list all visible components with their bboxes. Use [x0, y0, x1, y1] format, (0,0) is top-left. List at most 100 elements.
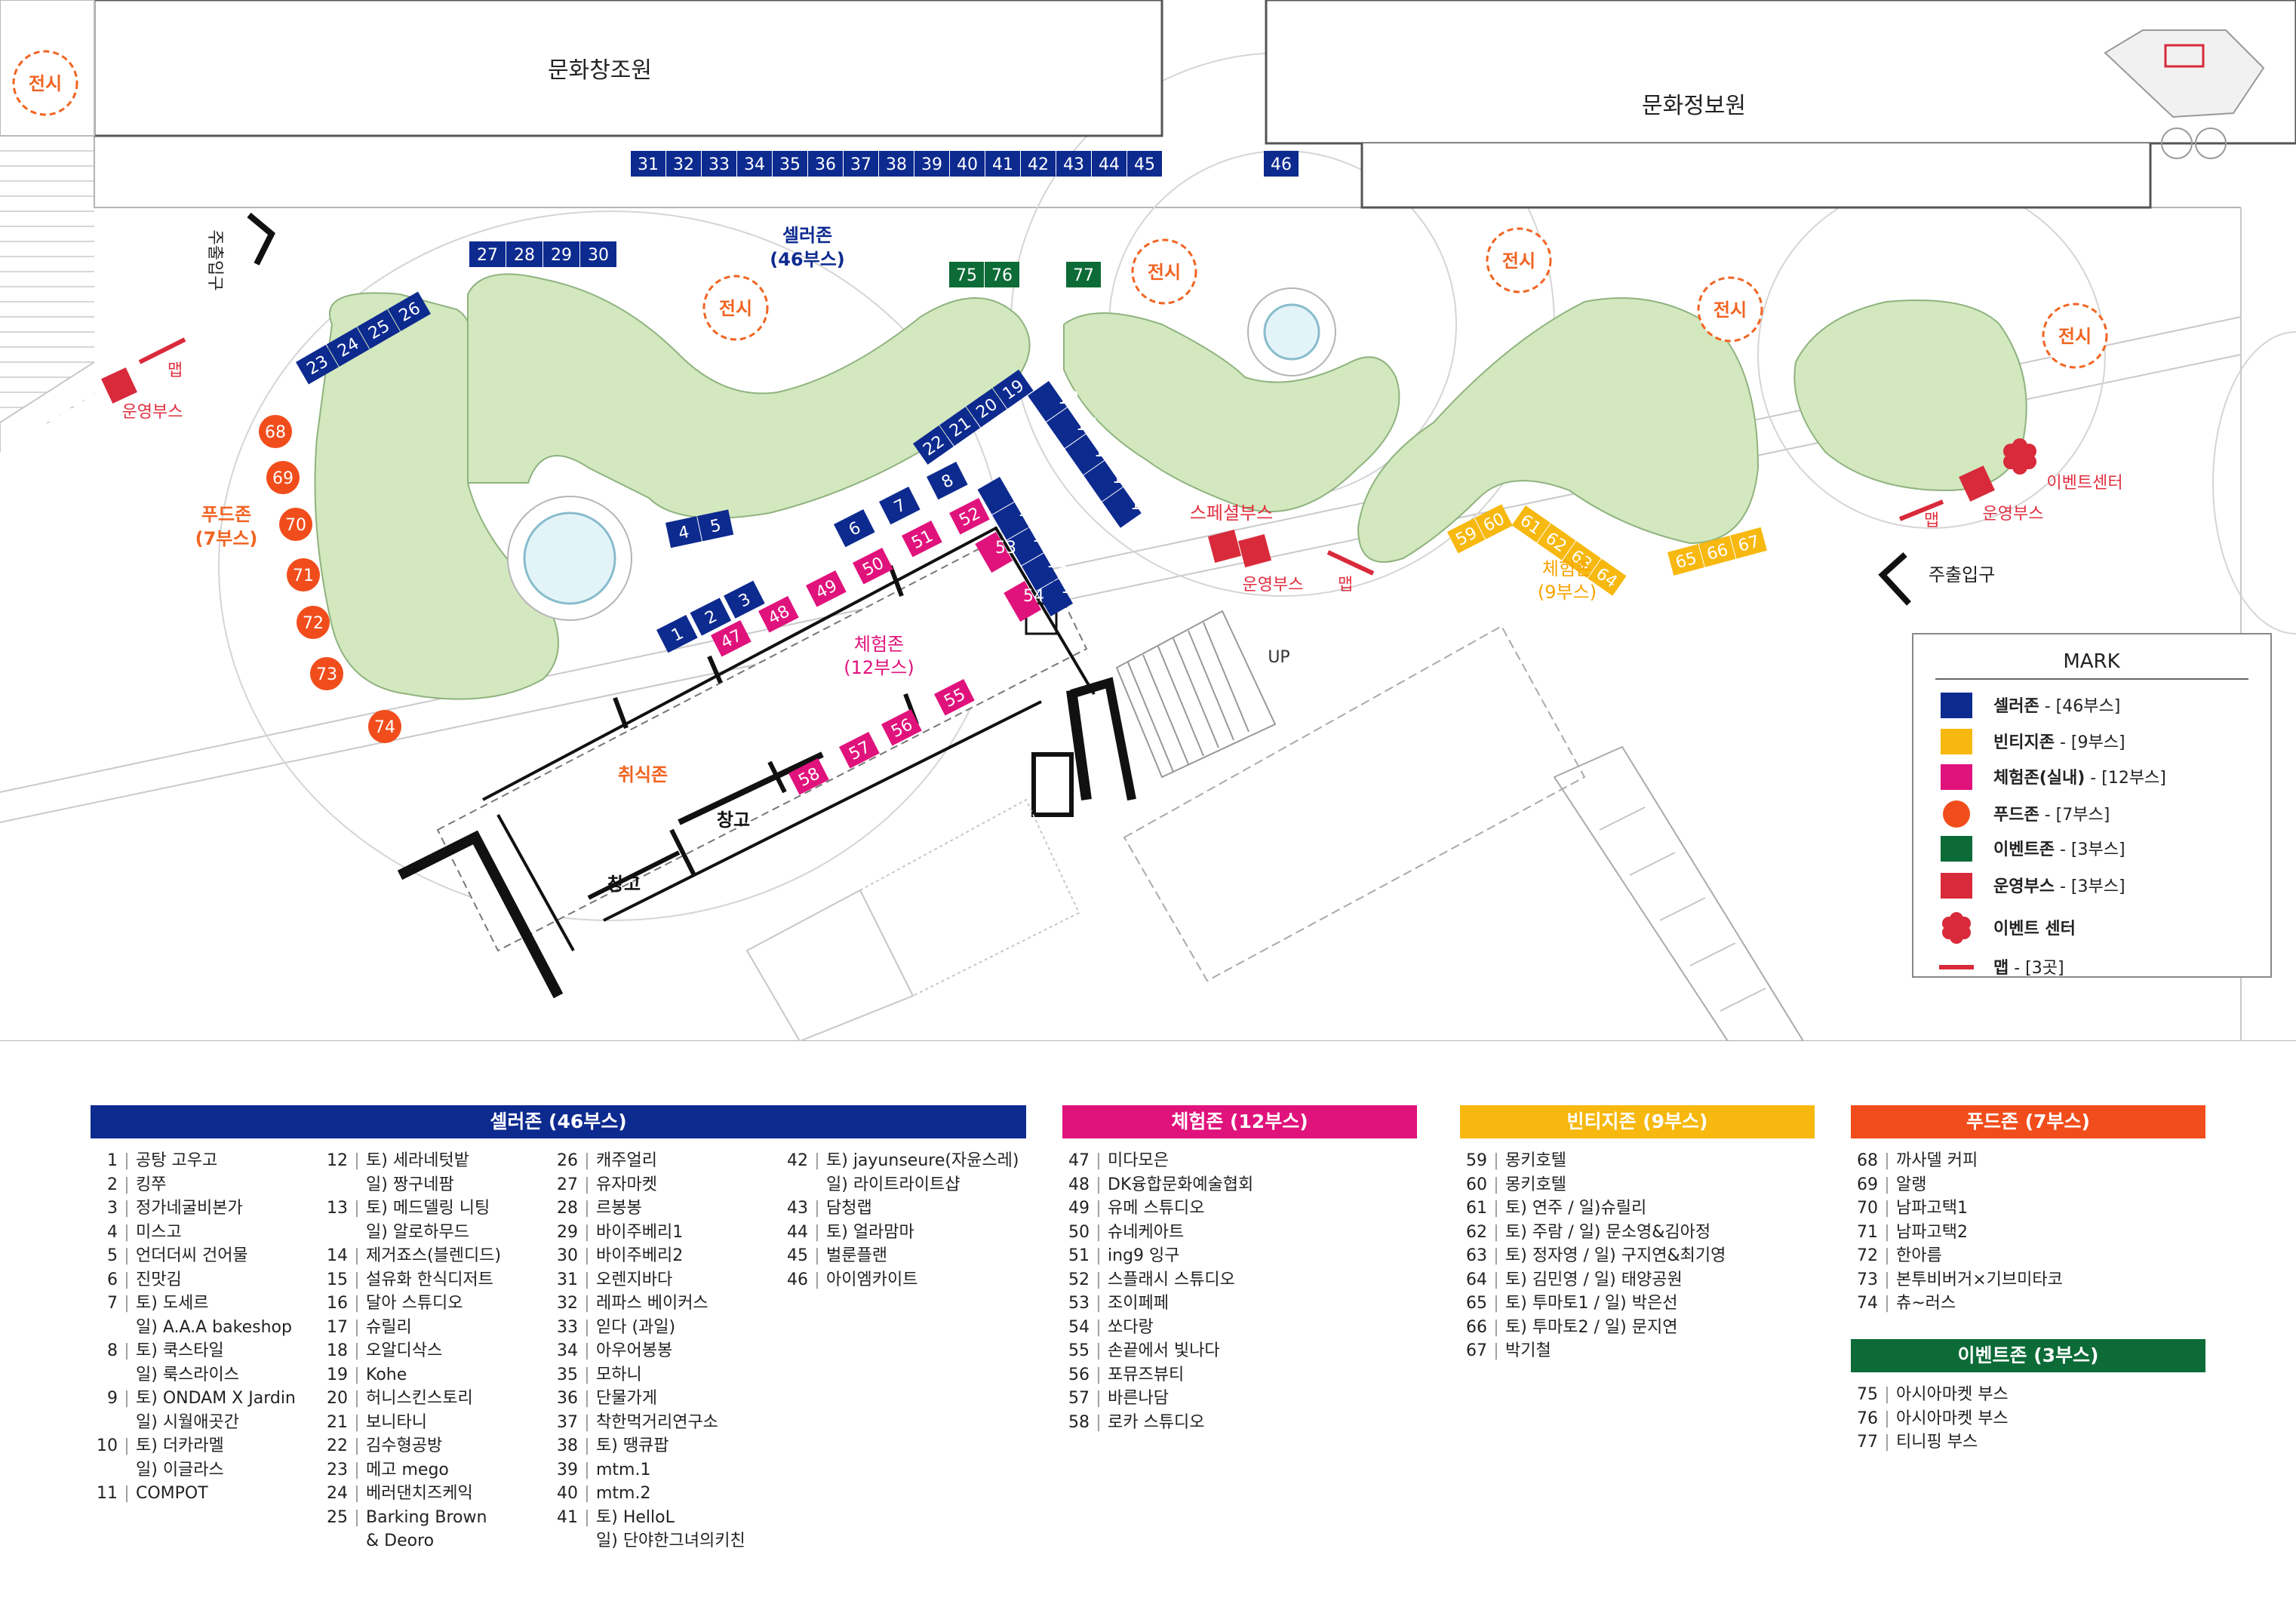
- booth-50[interactable]: 50: [853, 548, 893, 585]
- booth-31[interactable]: [631, 151, 665, 177]
- directory-entry: 20|허니스킨스토리: [327, 1389, 473, 1408]
- booth-8[interactable]: 8: [927, 462, 968, 500]
- booth-68[interactable]: [259, 415, 292, 448]
- booth-10[interactable]: [992, 502, 1029, 540]
- exhibit-5[interactable]: 전시: [1697, 276, 1763, 343]
- booth-11[interactable]: [1007, 527, 1043, 566]
- food-directory-title: 푸드존 (7부스): [1851, 1105, 2205, 1138]
- booth-69[interactable]: [266, 461, 300, 494]
- booth-7[interactable]: 7: [879, 487, 921, 525]
- booth-43[interactable]: [1056, 151, 1091, 177]
- booth-14[interactable]: [1102, 487, 1142, 528]
- festival-site-map: 문화창조원 문화정보원: [0, 0, 2296, 1041]
- booth-62[interactable]: [1537, 523, 1576, 561]
- booth-19[interactable]: [992, 369, 1034, 409]
- booth-6[interactable]: 6: [834, 509, 875, 548]
- exhibit-1[interactable]: 전시: [12, 50, 78, 116]
- map-center[interactable]: 맵: [1326, 550, 1375, 594]
- booth-42[interactable]: [1021, 151, 1056, 177]
- operation-booth-left[interactable]: 운영부스: [101, 367, 183, 422]
- booth-52[interactable]: 52: [949, 498, 990, 535]
- exhibit-3[interactable]: 전시: [1131, 238, 1197, 305]
- booth-73[interactable]: [310, 657, 343, 690]
- stairs: [1115, 610, 1277, 779]
- booth-17[interactable]: [1046, 407, 1086, 449]
- booth-44[interactable]: [1092, 151, 1126, 177]
- booth-61[interactable]: [1511, 505, 1551, 543]
- booth-32[interactable]: [666, 151, 701, 177]
- main-entrance-left[interactable]: 주출입구: [205, 212, 275, 290]
- booth-2[interactable]: [690, 598, 732, 636]
- special-booth-label: 스페셜부스: [1190, 502, 1273, 524]
- booth-33[interactable]: [702, 151, 736, 177]
- directory-entry: 74|츄~러스: [1857, 1294, 1956, 1313]
- booth-51[interactable]: 51: [902, 521, 942, 558]
- directory-entry: 61|토) 연주 / 일)슈릴리: [1466, 1199, 1647, 1218]
- booth-16[interactable]: [1065, 434, 1105, 475]
- booth-3[interactable]: [724, 580, 765, 619]
- operation-booth-right[interactable]: 운영부스: [1959, 465, 2043, 524]
- booth-65[interactable]: [1667, 544, 1704, 576]
- booth-1[interactable]: [656, 615, 698, 653]
- booth-5[interactable]: [697, 509, 734, 542]
- booth-29[interactable]: [543, 241, 579, 267]
- booth-39[interactable]: [914, 151, 949, 177]
- booth-46[interactable]: 46: [1264, 151, 1299, 177]
- booth-64[interactable]: [1588, 558, 1627, 596]
- booth-36[interactable]: [808, 151, 843, 177]
- booth-25[interactable]: [357, 309, 401, 349]
- exhibit-4[interactable]: 전시: [1486, 227, 1552, 293]
- exhibit-2[interactable]: 전시: [702, 275, 769, 341]
- booth-13[interactable]: [1036, 579, 1073, 617]
- booth-59[interactable]: [1447, 518, 1486, 554]
- booth-37[interactable]: [844, 151, 878, 177]
- booth-4[interactable]: [665, 516, 702, 548]
- svg-text:전시: 전시: [1502, 250, 1535, 272]
- exhibit-6[interactable]: 전시: [2042, 303, 2108, 369]
- map-left[interactable]: 맵: [138, 337, 186, 380]
- booth-45[interactable]: [1127, 151, 1162, 177]
- booth-28[interactable]: [506, 241, 542, 267]
- booth-21[interactable]: [939, 407, 981, 447]
- booth-57[interactable]: 57: [839, 732, 880, 769]
- booth-53[interactable]: [975, 532, 1013, 573]
- booth-26[interactable]: [388, 291, 431, 331]
- booth-23[interactable]: [296, 345, 339, 385]
- booth-66[interactable]: [1698, 536, 1736, 567]
- booth-60[interactable]: [1474, 504, 1513, 539]
- booth-41[interactable]: [985, 151, 1020, 177]
- booth-74[interactable]: [368, 710, 401, 743]
- booth-55[interactable]: 55: [934, 679, 975, 716]
- booth-30[interactable]: [580, 241, 616, 267]
- event-center[interactable]: 이벤트센터: [2003, 438, 2123, 493]
- booth-70[interactable]: [279, 508, 312, 541]
- map-right[interactable]: 맵: [1898, 499, 1944, 530]
- booth-24[interactable]: [326, 327, 370, 367]
- directory-entry: 일) 라이트라이트샵: [826, 1175, 961, 1194]
- booth-27[interactable]: [469, 241, 506, 267]
- main-entrance-right[interactable]: 주출입구: [1878, 552, 1995, 606]
- booth-38[interactable]: [879, 151, 914, 177]
- operation-booth-center[interactable]: 운영부스: [1207, 529, 1304, 594]
- booth-20[interactable]: [966, 388, 1007, 428]
- booth-72[interactable]: [297, 606, 330, 639]
- booth-40[interactable]: [950, 151, 985, 177]
- booth-76[interactable]: [985, 262, 1019, 287]
- booth-77[interactable]: [1066, 262, 1101, 287]
- directory-entry: 15|설유화 한식디저트: [327, 1270, 493, 1289]
- booth-12[interactable]: [1022, 553, 1059, 591]
- booth-54[interactable]: [1004, 581, 1041, 622]
- booth-71[interactable]: [287, 558, 320, 591]
- booth-22[interactable]: [913, 425, 954, 465]
- booth-9[interactable]: [977, 477, 1014, 515]
- booth-34[interactable]: [737, 151, 772, 177]
- svg-text:맵 - [3곳]: 맵 - [3곳]: [1993, 959, 2064, 978]
- booth-67[interactable]: [1730, 527, 1767, 559]
- directory-entry: 25|Barking Brown: [327, 1507, 487, 1527]
- svg-text:운영부스: 운영부스: [1243, 576, 1304, 594]
- booth-15[interactable]: [1083, 460, 1123, 502]
- booth-35[interactable]: [773, 151, 807, 177]
- booth-75[interactable]: [949, 262, 984, 287]
- booth-18[interactable]: [1028, 380, 1068, 422]
- booth-63[interactable]: [1562, 541, 1601, 579]
